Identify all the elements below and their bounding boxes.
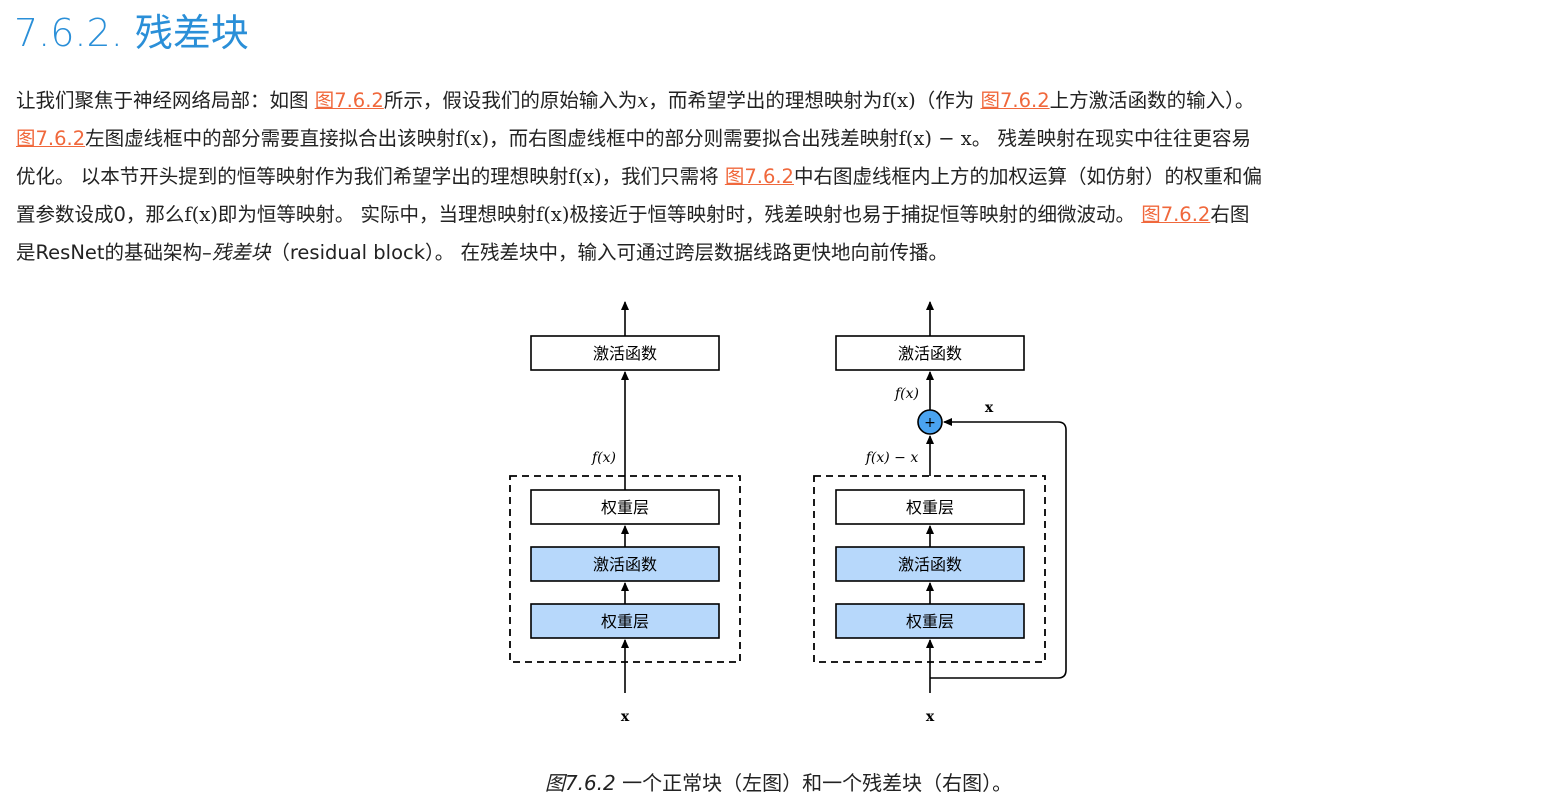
weight-layer-box-upper [835, 489, 1025, 525]
figure-diagram: 激活函数 f(x) 权重层 激活函数 权重层 x 激活函数 f(x) + x [509, 301, 1067, 725]
fx-label: f(x) [591, 450, 616, 466]
math-inline: f(x) [568, 165, 602, 188]
text-segment: 右图 [1210, 203, 1250, 226]
paragraph-line: 优化。 以本节开头提到的恒等映射作为我们希望学出的理想映射f(x)，我们只需将 … [16, 158, 1546, 196]
text-segment: 置参数设成0，那么 [16, 203, 185, 226]
weight-layer-box-lower [835, 603, 1025, 639]
weight-layer-label-upper: 权重层 [601, 498, 649, 517]
activation-box-top [530, 335, 720, 371]
paragraph-line: 是ResNet的基础架构–残差块（residual block）。 在残差块中，… [16, 234, 1546, 272]
activation-label-top: 激活函数 [898, 344, 962, 363]
residual-block-figure: 激活函数 f(x) 权重层 激活函数 权重层 x 激活函数 f(x) + x [0, 290, 1557, 740]
math-inline: f(x) [536, 203, 570, 226]
figure-ref-link[interactable]: 图7.6.2 [314, 89, 384, 112]
text-segment: 上方激活函数的输入）。 [1049, 89, 1255, 112]
weight-layer-label-lower: 权重层 [601, 612, 649, 631]
body-paragraph: 让我们聚焦于神经网络局部：如图 图7.6.2所示，假设我们的原始输入为x，而希望… [16, 82, 1546, 272]
text-segment: 所示，假设我们的原始输入为 [383, 89, 638, 112]
text-segment: 极接近于恒等映射时，残差映射也易于捕捉恒等映射的细微波动。 [569, 203, 1142, 226]
emphasis-term: 残差块 [211, 241, 271, 264]
text-segment: （作为 [915, 89, 981, 112]
activation-label-mid: 激活函数 [593, 555, 657, 574]
activation-box-top [835, 335, 1025, 371]
caption-number: 图7.6.2 [544, 771, 616, 795]
text-segment: 即为恒等映射。 实际中，当理想映射 [217, 203, 537, 226]
text-segment: 左图虚线框中的部分需要直接拟合出该映射 [85, 127, 456, 150]
text-segment: 。 残差映射在现实中往往更容易 [971, 127, 1251, 150]
weight-layer-label-upper: 权重层 [906, 498, 954, 517]
text-segment: （residual block）。 在残差块中，输入可通过跨层数据线路更快地向前… [270, 241, 948, 264]
plus-icon: + [924, 415, 936, 431]
activation-box-mid [835, 546, 1025, 582]
text-segment: ，而希望学出的理想映射为 [648, 89, 883, 112]
input-label: x [621, 709, 630, 725]
paragraph-line: 让我们聚焦于神经网络局部：如图 图7.6.2所示，假设我们的原始输入为x，而希望… [16, 82, 1546, 120]
figure-ref-link[interactable]: 图7.6.2 [1141, 203, 1211, 226]
normal-block: 激活函数 f(x) 权重层 激活函数 权重层 x [509, 301, 741, 725]
residual-label: f(x) − x [865, 450, 919, 466]
residual-block: 激活函数 f(x) + x f(x) − x 权重层 激活函数 权重层 x [813, 301, 1067, 725]
section-title: 7.6.2. 残差块 [14, 11, 249, 55]
math-inline: f(x) [455, 127, 490, 150]
figure-caption: 图7.6.2 一个正常块（左图）和一个残差块（右图）。 [0, 765, 1557, 801]
activation-label-top: 激活函数 [593, 344, 657, 363]
text-segment: 是ResNet的基础架构– [16, 241, 212, 264]
text-segment: 让我们聚焦于神经网络局部：如图 [16, 89, 315, 112]
weight-layer-box-lower [530, 603, 720, 639]
figure-ref-link[interactable]: 图7.6.2 [16, 127, 86, 150]
skip-label: x [985, 400, 994, 416]
text-segment: ，我们只需将 [601, 165, 725, 188]
fx-label: f(x) [894, 386, 919, 402]
math-inline: f(x) [882, 89, 916, 112]
figure-ref-link[interactable]: 图7.6.2 [980, 89, 1050, 112]
paragraph-line: 置参数设成0，那么f(x)即为恒等映射。 实际中，当理想映射f(x)极接近于恒等… [16, 196, 1546, 234]
weight-layer-label-lower: 权重层 [906, 612, 954, 631]
input-label: x [926, 709, 935, 725]
weight-layer-box-upper [530, 489, 720, 525]
caption-text: 一个正常块（左图）和一个残差块（右图）。 [622, 771, 1013, 795]
math-inline: x [637, 89, 649, 112]
figure-ref-link[interactable]: 图7.6.2 [724, 165, 794, 188]
paragraph-line: 图7.6.2左图虚线框中的部分需要直接拟合出该映射f(x)，而右图虚线框中的部分… [16, 120, 1546, 158]
math-inline: f(x) [184, 203, 218, 226]
skip-connection [930, 418, 1067, 679]
activation-box-mid [530, 546, 720, 582]
text-segment: 优化。 以本节开头提到的恒等映射作为我们希望学出的理想映射 [16, 165, 569, 188]
adder-node [917, 409, 943, 435]
activation-label-mid: 激活函数 [898, 555, 962, 574]
text-segment: ，而右图虚线框中的部分则需要拟合出残差映射 [489, 127, 899, 150]
math-inline: f(x) − x [898, 127, 972, 150]
text-segment: 中右图虚线框内上方的加权运算（如仿射）的权重和偏 [793, 165, 1262, 188]
